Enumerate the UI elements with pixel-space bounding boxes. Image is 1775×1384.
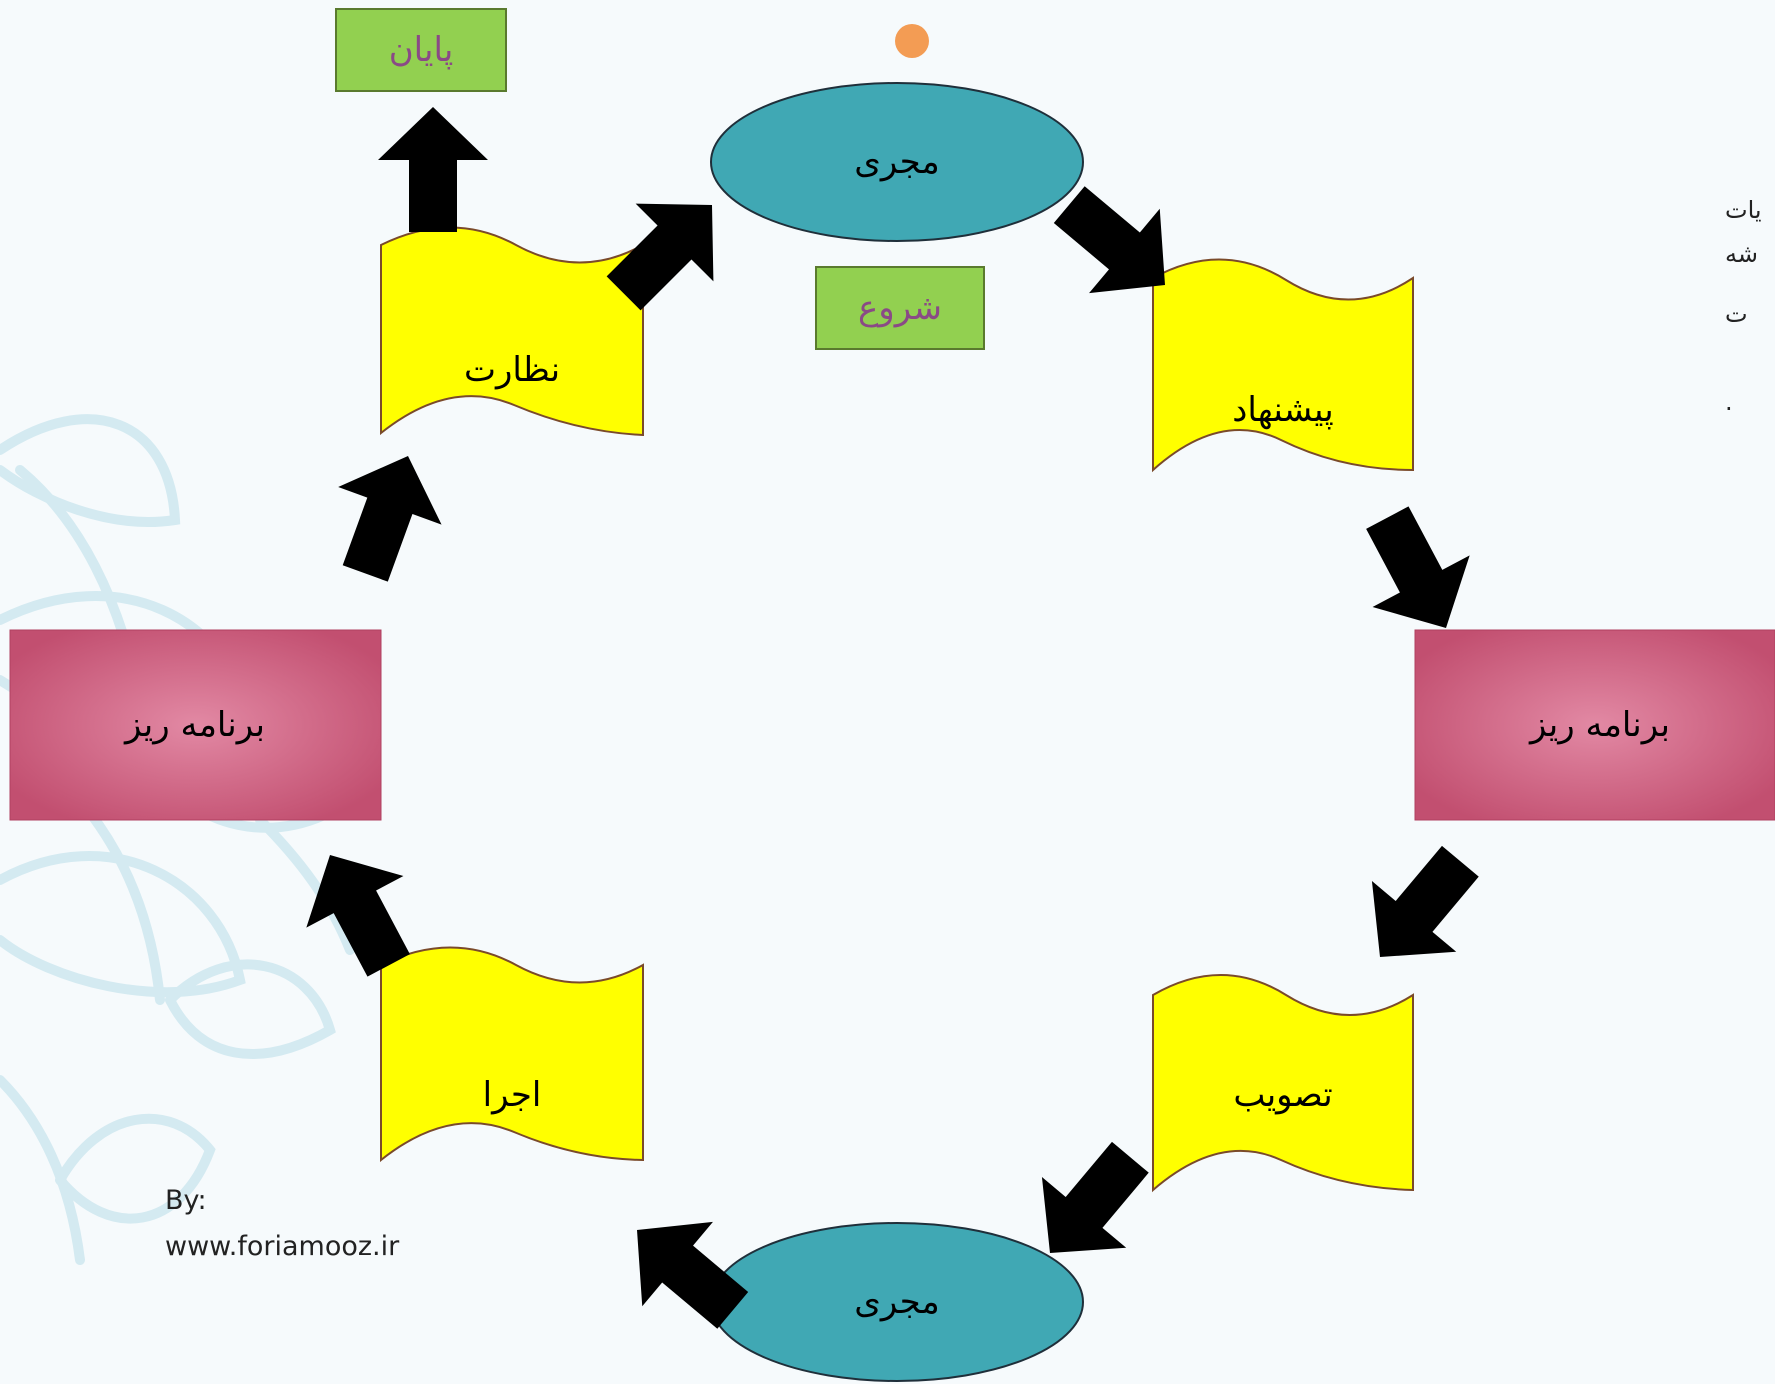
credit-by: By:: [165, 1185, 207, 1216]
side-text-line-2: شه: [1725, 240, 1758, 268]
approval-flag[interactable]: [1152, 974, 1414, 1193]
start-tag: شروع: [815, 266, 985, 350]
arrow-approval-to-executor: [1041, 1141, 1149, 1253]
credit-block: By: www.foriamooz.ir: [165, 1178, 399, 1270]
proposal-flag[interactable]: [1152, 258, 1414, 473]
executor-ellipse-top[interactable]: [710, 82, 1084, 242]
planner-box-left[interactable]: [9, 629, 382, 821]
executor-ellipse-bottom[interactable]: [710, 1222, 1084, 1382]
supervision-flag[interactable]: [380, 226, 644, 437]
arrow-planner-to-approval: [1371, 845, 1479, 957]
planner-box-right[interactable]: [1414, 629, 1775, 821]
credit-site: www.foriamooz.ir: [165, 1231, 400, 1262]
side-text-line-3: ت: [1725, 300, 1748, 328]
arrow-planner-to-supervision: [338, 456, 442, 582]
arrow-executor-to-proposal: [1053, 186, 1165, 294]
arrow-supervision-to-executor: [606, 203, 714, 311]
end-tag: پایان: [335, 8, 507, 92]
top-dot: [895, 24, 929, 58]
side-text-line-4: .: [1725, 388, 1733, 416]
arrow-proposal-to-planner: [1366, 506, 1470, 628]
arrow-up-to-end: [378, 107, 488, 232]
execution-flag[interactable]: [380, 946, 644, 1163]
side-text-line-1: یات: [1725, 196, 1762, 224]
arrow-execution-to-planner: [306, 855, 410, 977]
arrow-executor-to-execution: [637, 1221, 749, 1329]
